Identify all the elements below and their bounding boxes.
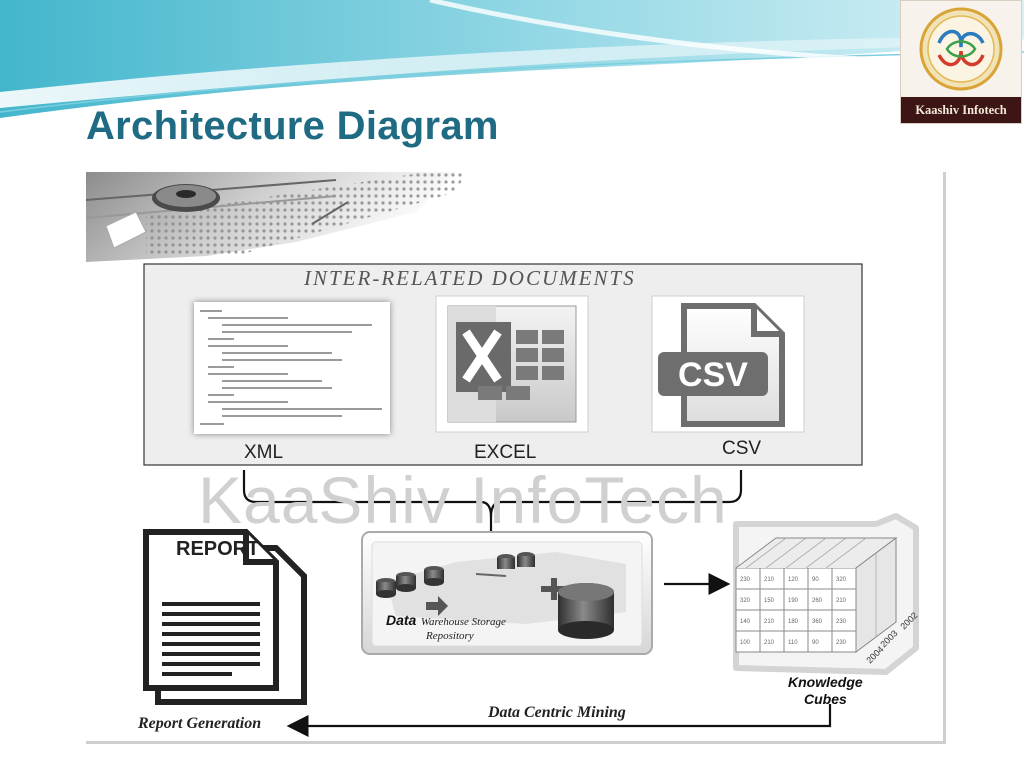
- svg-text:230: 230: [836, 619, 847, 625]
- documents-title: INTER-RELATED DOCUMENTS: [304, 266, 636, 290]
- excel-icon: [435, 295, 589, 433]
- csv-icon-text: CSV: [678, 356, 748, 394]
- watermark-text: KaaShiv InfoTech: [198, 463, 728, 537]
- excel-label: EXCEL: [474, 442, 537, 463]
- svg-text:180: 180: [788, 619, 799, 625]
- knowledge-cube-icon: 230 210 120 90 320 320 150 190 260 210 140 210 180…: [733, 513, 920, 675]
- mining-label: Data Centric Mining: [488, 704, 626, 721]
- svg-text:230: 230: [836, 640, 847, 646]
- svg-text:360: 360: [812, 619, 823, 625]
- knowledge-label-1: Knowledge: [788, 674, 863, 690]
- report-generation-label: Report Generation: [138, 715, 262, 732]
- svg-text:210: 210: [764, 619, 775, 625]
- svg-text:320: 320: [740, 598, 751, 604]
- report-icon: [143, 529, 307, 705]
- svg-text:110: 110: [788, 640, 798, 646]
- logo-text: Kaashiv Infotech: [901, 97, 1021, 123]
- decorative-banner: [86, 172, 466, 262]
- mining-arrow: [286, 704, 832, 737]
- warehouse-line1: Warehouse Storage: [420, 616, 506, 628]
- svg-text:90: 90: [812, 577, 819, 583]
- warehouse-label: Data Warehouse Storage: [386, 612, 506, 630]
- warehouse-word: Data: [386, 612, 417, 628]
- architecture-diagram: CSV: [86, 172, 946, 744]
- svg-text:140: 140: [740, 619, 751, 625]
- svg-text:230: 230: [740, 577, 751, 583]
- svg-text:190: 190: [788, 598, 799, 604]
- svg-text:260: 260: [812, 598, 823, 604]
- warehouse-line2: Repository: [426, 630, 474, 642]
- svg-text:210: 210: [764, 640, 775, 646]
- knowledge-label-2: Cubes: [804, 691, 847, 707]
- svg-text:120: 120: [788, 577, 799, 583]
- svg-text:100: 100: [740, 640, 751, 646]
- report-icon-text: REPORT: [176, 538, 260, 560]
- svg-text:210: 210: [764, 577, 775, 583]
- warehouse-box: [361, 531, 653, 655]
- company-logo: Kaashiv Infotech: [900, 0, 1022, 124]
- svg-text:90: 90: [812, 640, 819, 646]
- svg-text:210: 210: [836, 598, 847, 604]
- svg-text:150: 150: [764, 598, 775, 604]
- svg-text:320: 320: [836, 577, 847, 583]
- csv-label: CSV: [722, 438, 762, 459]
- documents-bracket: [242, 470, 743, 532]
- slide-title: Architecture Diagram: [86, 104, 499, 148]
- csv-icon: CSV: [651, 295, 805, 433]
- xml-document-icon: [194, 302, 390, 434]
- logo-emblem-icon: [919, 7, 1003, 91]
- xml-label: XML: [244, 442, 284, 463]
